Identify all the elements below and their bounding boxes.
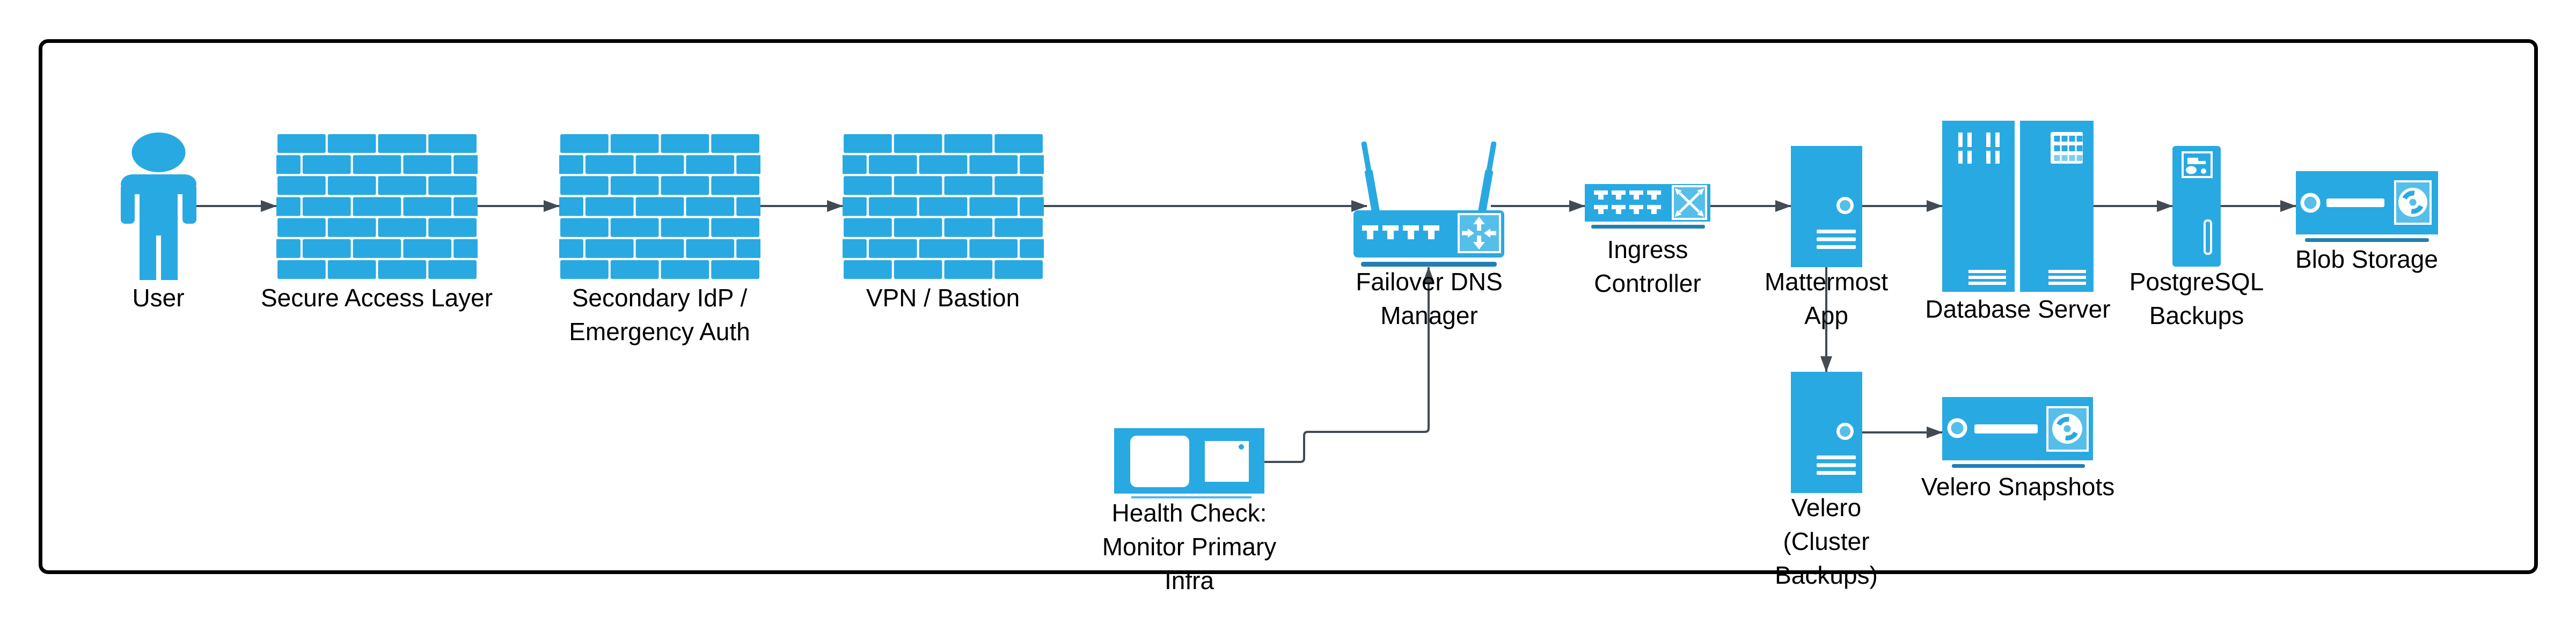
label-health-check: Health Check: Monitor Primary Infra [1102,496,1277,598]
server-tower-icon [1791,372,1862,493]
label-postgresql-backups: PostgreSQL Backups [2129,265,2264,333]
label-line: Backups) [1775,561,1878,589]
crossover-arrows-icon [1679,192,1700,213]
label-line: Secondary IdP / [572,284,748,312]
label-secure-access-layer: Secure Access Layer [261,281,493,315]
server-vents [1817,230,1856,249]
label-user: User [132,281,184,315]
label-line: Secure Access Layer [260,284,493,312]
firewall-icon [559,133,760,280]
label-line: (Cluster [1783,527,1870,555]
disk-storage-icon [1942,397,2093,468]
switch-ports [1594,190,1661,214]
label-failover-dns: Failover DNS Manager [1356,265,1503,333]
label-database-server: Database Server [1925,292,2110,326]
backup-glyph [2186,158,2206,174]
rack-grid-icon [2051,132,2083,164]
label-line: PostgreSQL [2129,268,2264,296]
disk-storage-icon [2296,171,2438,242]
rack-vents [2048,270,2086,285]
label-line: Velero [1791,494,1862,521]
label-line: Failover DNS [1356,268,1503,296]
label-line: Mattermost [1764,268,1889,296]
server-vents [1817,455,1856,475]
rack-slits [1958,133,2000,164]
label-line: Controller [1594,269,1701,297]
firewall-icon [276,133,478,280]
disc-icon [2398,188,2427,217]
label-velero: Velero (Cluster Backups) [1775,491,1878,592]
connector-edges [196,200,2296,463]
label-line: Ingress [1607,236,1688,263]
diagram-border [39,39,2538,574]
rack-vents [1968,270,2006,285]
server-tower-icon [1791,146,1862,267]
label-line: Monitor Primary [1102,533,1277,561]
label-line: Database Server [1925,295,2111,323]
network-switch-icon [1585,184,1710,229]
wireless-router-icon [1353,141,1504,267]
label-line: Blob Storage [2295,245,2438,273]
disc-icon [2052,414,2082,444]
label-line: Emergency Auth [569,318,750,346]
person-icon [121,133,196,280]
label-vpn-bastion: VPN / Bastion [866,281,1020,315]
backup-server-icon [2172,146,2221,267]
label-line: Manager [1380,302,1478,329]
server-rack-icon [1942,121,2094,292]
label-line: Infra [1164,567,1214,594]
label-velero-snapshots: Velero Snapshots [1921,470,2115,504]
antenna-icon [1361,141,1380,213]
router-ports [1362,225,1439,239]
crossover-arrowheads [1674,188,1704,217]
label-line: User [132,284,185,312]
label-line: Health Check: [1111,499,1267,527]
label-mattermost-app: Mattermost App [1765,265,1888,333]
label-line: VPN / Bastion [866,284,1020,312]
label-secondary-idp: Secondary IdP / Emergency Auth [569,281,750,349]
label-blob-storage: Blob Storage [2295,242,2438,276]
antenna-icon [1478,141,1497,213]
label-ingress-controller: Ingress Controller [1594,233,1701,300]
firewall-icon [843,133,1044,280]
label-line: App [1804,302,1848,329]
edge-health-dns [1264,267,1435,463]
monitor-icon [1114,428,1264,498]
label-line: Backups [2149,302,2244,329]
label-line: Velero Snapshots [1921,473,2115,501]
route-cross-icon [1462,217,1496,249]
